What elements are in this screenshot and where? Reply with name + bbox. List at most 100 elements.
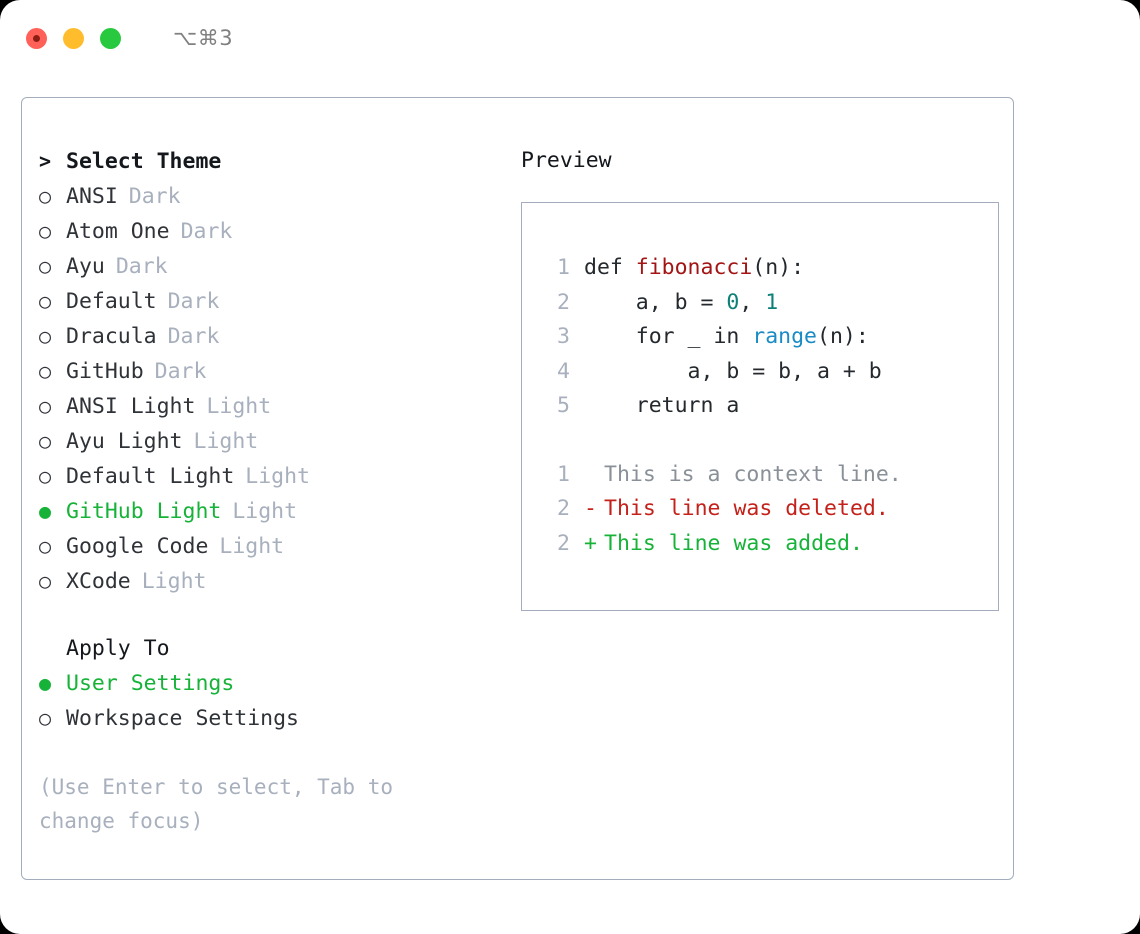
radio-unselected-icon: ○ <box>39 219 52 243</box>
code-line: 4 a, b = b, a + b <box>540 355 998 390</box>
diff-text: This line was deleted. <box>604 496 889 521</box>
select-theme-header: > Select Theme <box>39 144 504 179</box>
apply-to-options: ● User Settings ○Workspace Settings <box>39 666 504 736</box>
theme-list-item[interactable]: ○ XCode Light <box>39 564 504 599</box>
code-text: def fibonacci(n): <box>584 251 804 286</box>
code-token-plain: (n): <box>752 255 805 280</box>
theme-variant-badge: Light <box>245 464 311 489</box>
theme-list-item[interactable]: ○ Atom One Dark <box>39 214 504 249</box>
radio-selected-icon: ● <box>39 499 52 523</box>
theme-list-item[interactable]: ○ Dracula Dark <box>39 319 504 354</box>
theme-variant-badge: Light <box>193 429 259 454</box>
theme-name: GitHub <box>66 359 144 384</box>
theme-name: GitHub Light <box>66 499 222 524</box>
theme-name: Default <box>66 289 157 314</box>
code-token-plain: def <box>584 255 636 280</box>
prompt-caret-icon: > <box>39 149 52 173</box>
line-number: 3 <box>557 324 570 349</box>
diff-text: This line was added. <box>604 530 863 556</box>
code-token-plain: for _ in <box>584 324 753 349</box>
theme-variant-badge: Dark <box>180 219 233 244</box>
line-number: 2 <box>557 289 570 315</box>
preview-title: Preview <box>521 148 612 173</box>
apply-to-header: ○ Apply To <box>39 631 504 666</box>
code-token-plain: (n): <box>817 324 869 349</box>
radio-unselected-icon: ○ <box>39 254 52 278</box>
line-number: 4 <box>557 358 570 384</box>
select-theme-title: Select Theme <box>66 149 222 174</box>
radio-unselected-icon: ○ <box>39 359 52 383</box>
code-line: 5 return a <box>540 389 998 424</box>
maximize-button[interactable] <box>100 27 121 49</box>
line-number: 5 <box>557 393 570 418</box>
diff-line: 2-This line was deleted. <box>540 492 998 527</box>
window-controls <box>26 27 121 49</box>
title-bar: ⌥⌘3 <box>0 0 1140 76</box>
line-number: 2 <box>557 496 570 521</box>
theme-variant-badge: Dark <box>115 254 168 279</box>
diff-sample: 1 This is a context line.2-This line was… <box>540 458 998 562</box>
apply-to-option[interactable]: ○Workspace Settings <box>39 701 504 736</box>
theme-list-item[interactable]: ○ GitHub Dark <box>39 354 504 389</box>
theme-variant-badge: Light <box>232 499 298 524</box>
keyboard-hint: (Use Enter to select, Tab to change focu… <box>39 775 394 833</box>
line-number: 2 <box>557 530 570 556</box>
theme-name: XCode <box>66 569 131 594</box>
line-number: 1 <box>557 255 570 280</box>
apply-to-option[interactable]: ● User Settings <box>39 666 504 701</box>
radio-unselected-icon: ○ <box>39 324 52 348</box>
theme-variant-badge: Light <box>141 569 207 594</box>
theme-list-item[interactable]: ● GitHub Light Light <box>39 494 504 529</box>
code-line: 3 for _ in range(n): <box>540 320 998 355</box>
theme-name: Atom One <box>66 219 170 244</box>
line-number: 1 <box>557 461 570 487</box>
theme-variant-badge: Dark <box>167 289 220 314</box>
code-token-call: range <box>752 324 818 349</box>
radio-selected-icon: ● <box>39 671 52 695</box>
theme-list-item[interactable]: ○ Default Dark <box>39 284 504 319</box>
minimize-button[interactable] <box>63 27 84 49</box>
theme-name: Ayu <box>66 254 105 279</box>
diff-marker <box>584 458 604 493</box>
theme-name: Google Code <box>66 534 209 559</box>
close-button[interactable] <box>26 27 47 49</box>
apply-to-title: Apply To <box>66 636 170 661</box>
diff-line: 1 This is a context line. <box>540 458 998 493</box>
radio-unselected-icon: ○ <box>39 289 52 313</box>
shortcut-label: ⌥⌘3 <box>173 26 234 50</box>
code-text: return a <box>584 389 740 424</box>
diff-text: This is a context line. <box>604 461 902 487</box>
code-text: a, b = 0, 1 <box>584 286 778 321</box>
apply-to-option-label: User Settings <box>66 671 235 696</box>
theme-list-item[interactable]: ○ Ayu Dark <box>39 249 504 284</box>
code-token-plain: a, b = b, a + b <box>584 358 882 384</box>
code-token-plain: , <box>739 289 766 315</box>
theme-name: ANSI <box>66 184 118 209</box>
theme-variant-badge: Dark <box>128 184 181 209</box>
radio-unselected-icon: ○ <box>39 706 52 730</box>
radio-unselected-icon: ○ <box>39 569 52 593</box>
code-text: a, b = b, a + b <box>584 355 882 390</box>
radio-unselected-icon: ○ <box>39 394 52 418</box>
theme-name: Dracula <box>66 324 157 349</box>
theme-variant-badge: Light <box>219 534 285 559</box>
theme-variant-badge: Dark <box>154 359 207 384</box>
theme-variant-badge: Dark <box>167 324 220 349</box>
code-line: 1 def fibonacci(n): <box>540 251 998 286</box>
code-token-num: 1 <box>765 289 779 315</box>
theme-name: ANSI Light <box>66 394 196 419</box>
code-token-plain: a, b = <box>584 289 727 315</box>
code-text: for _ in range(n): <box>584 320 869 355</box>
